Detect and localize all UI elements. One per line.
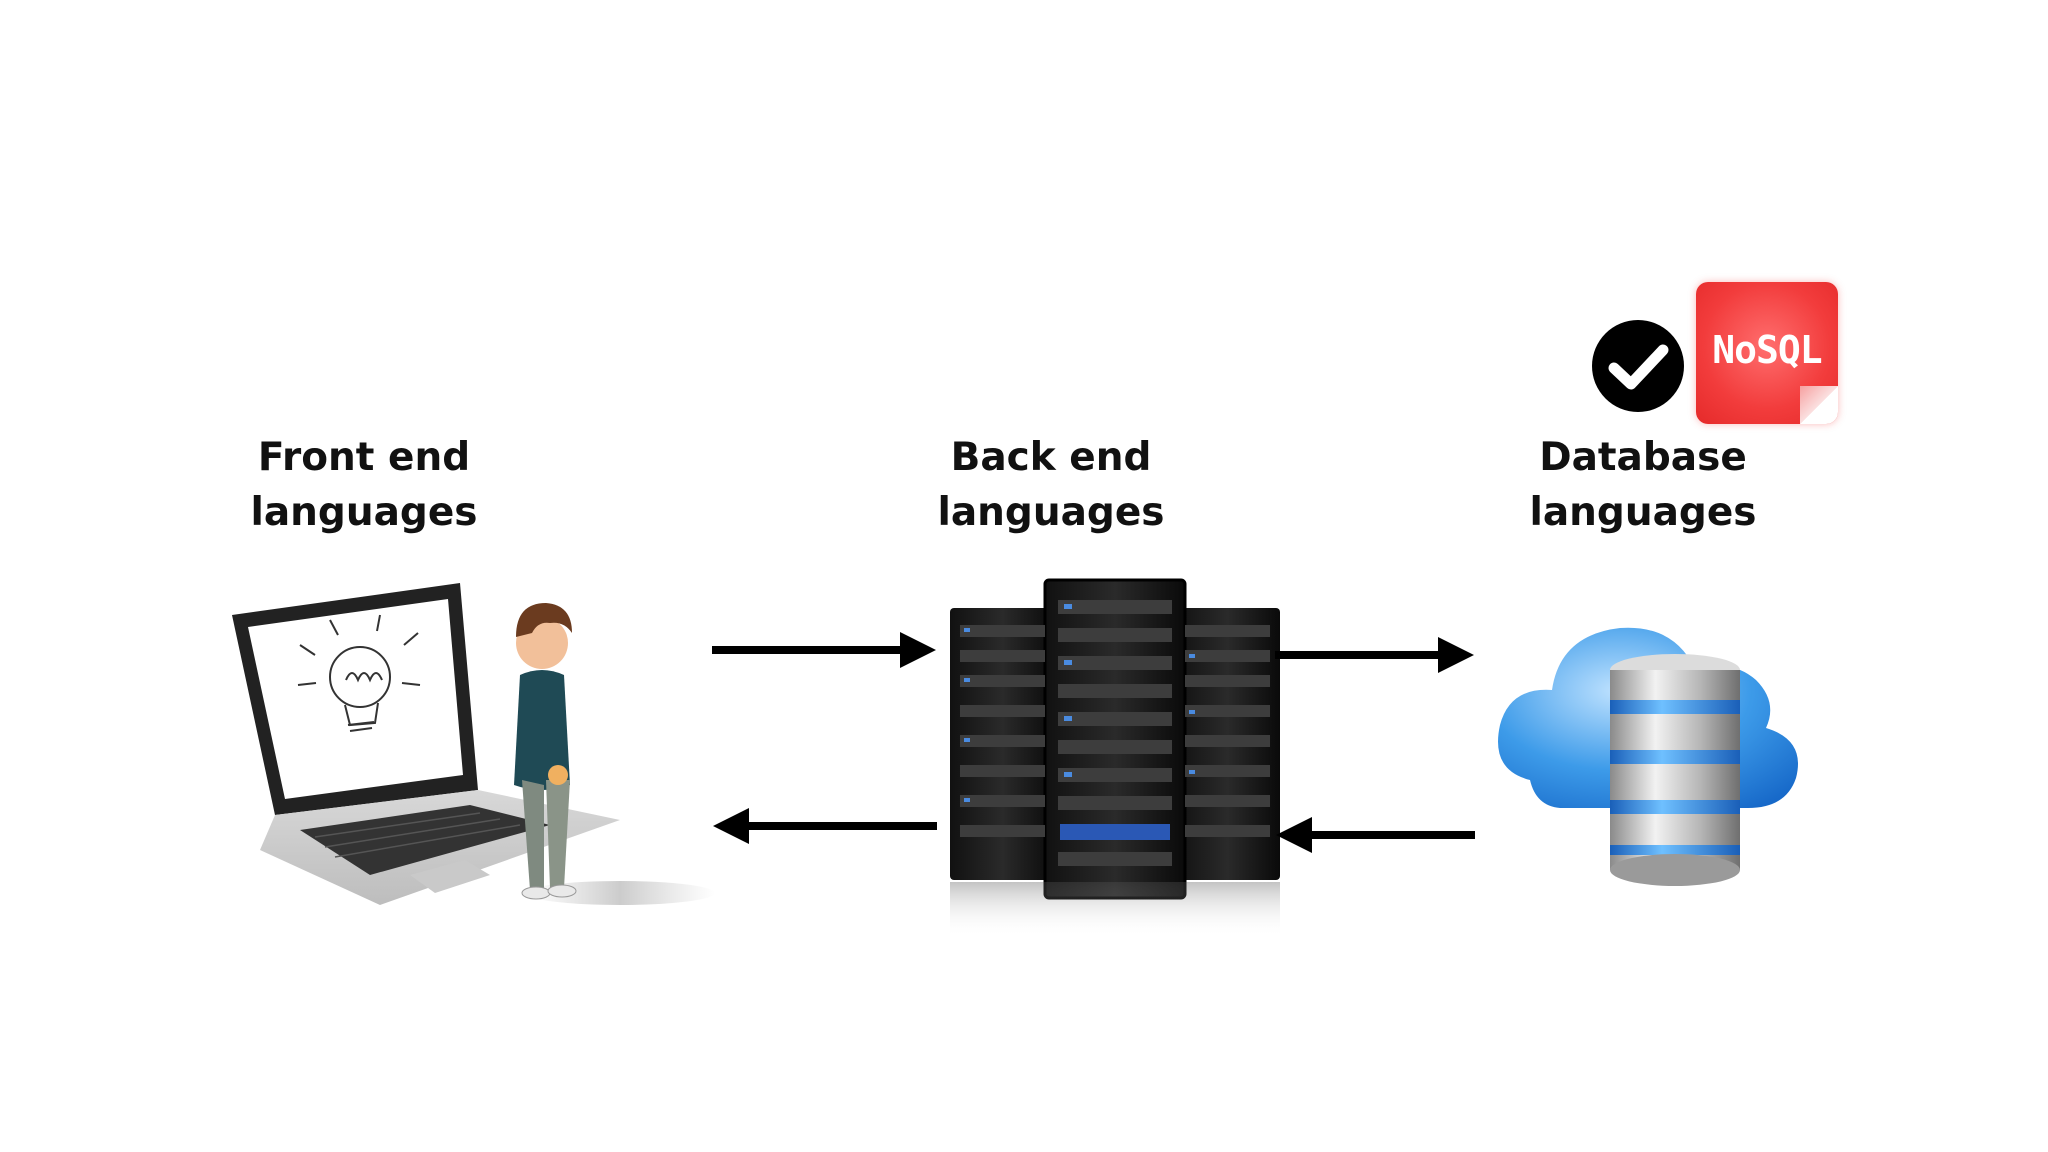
checkmark-circle-icon — [1592, 320, 1684, 412]
db-to-back-arrow — [1276, 817, 1475, 853]
front-end-label-line2: languages — [250, 490, 478, 535]
page-curl — [1800, 386, 1838, 424]
database-label-line1: Database — [1539, 435, 1747, 480]
back-to-db-arrow — [1275, 637, 1474, 673]
nosql-badge: NoSQL — [1696, 282, 1838, 424]
database-label-line2: languages — [1529, 490, 1757, 535]
nosql-badge-text: NoSQL — [1712, 328, 1822, 372]
front-end-label-line1: Front end — [257, 435, 471, 480]
cloud-database-icon — [1498, 627, 1798, 886]
back-end-label-line1: Back end — [950, 435, 1152, 480]
server-rack-icon — [950, 578, 1280, 937]
front-to-back-arrow — [712, 632, 936, 668]
database-label: Database languages — [1463, 430, 1823, 540]
laptop-with-person-icon — [232, 583, 715, 905]
back-end-label: Back end languages — [871, 430, 1231, 540]
back-end-label-line2: languages — [937, 490, 1165, 535]
front-end-label: Front end languages — [184, 430, 544, 540]
back-to-front-arrow — [713, 808, 937, 844]
